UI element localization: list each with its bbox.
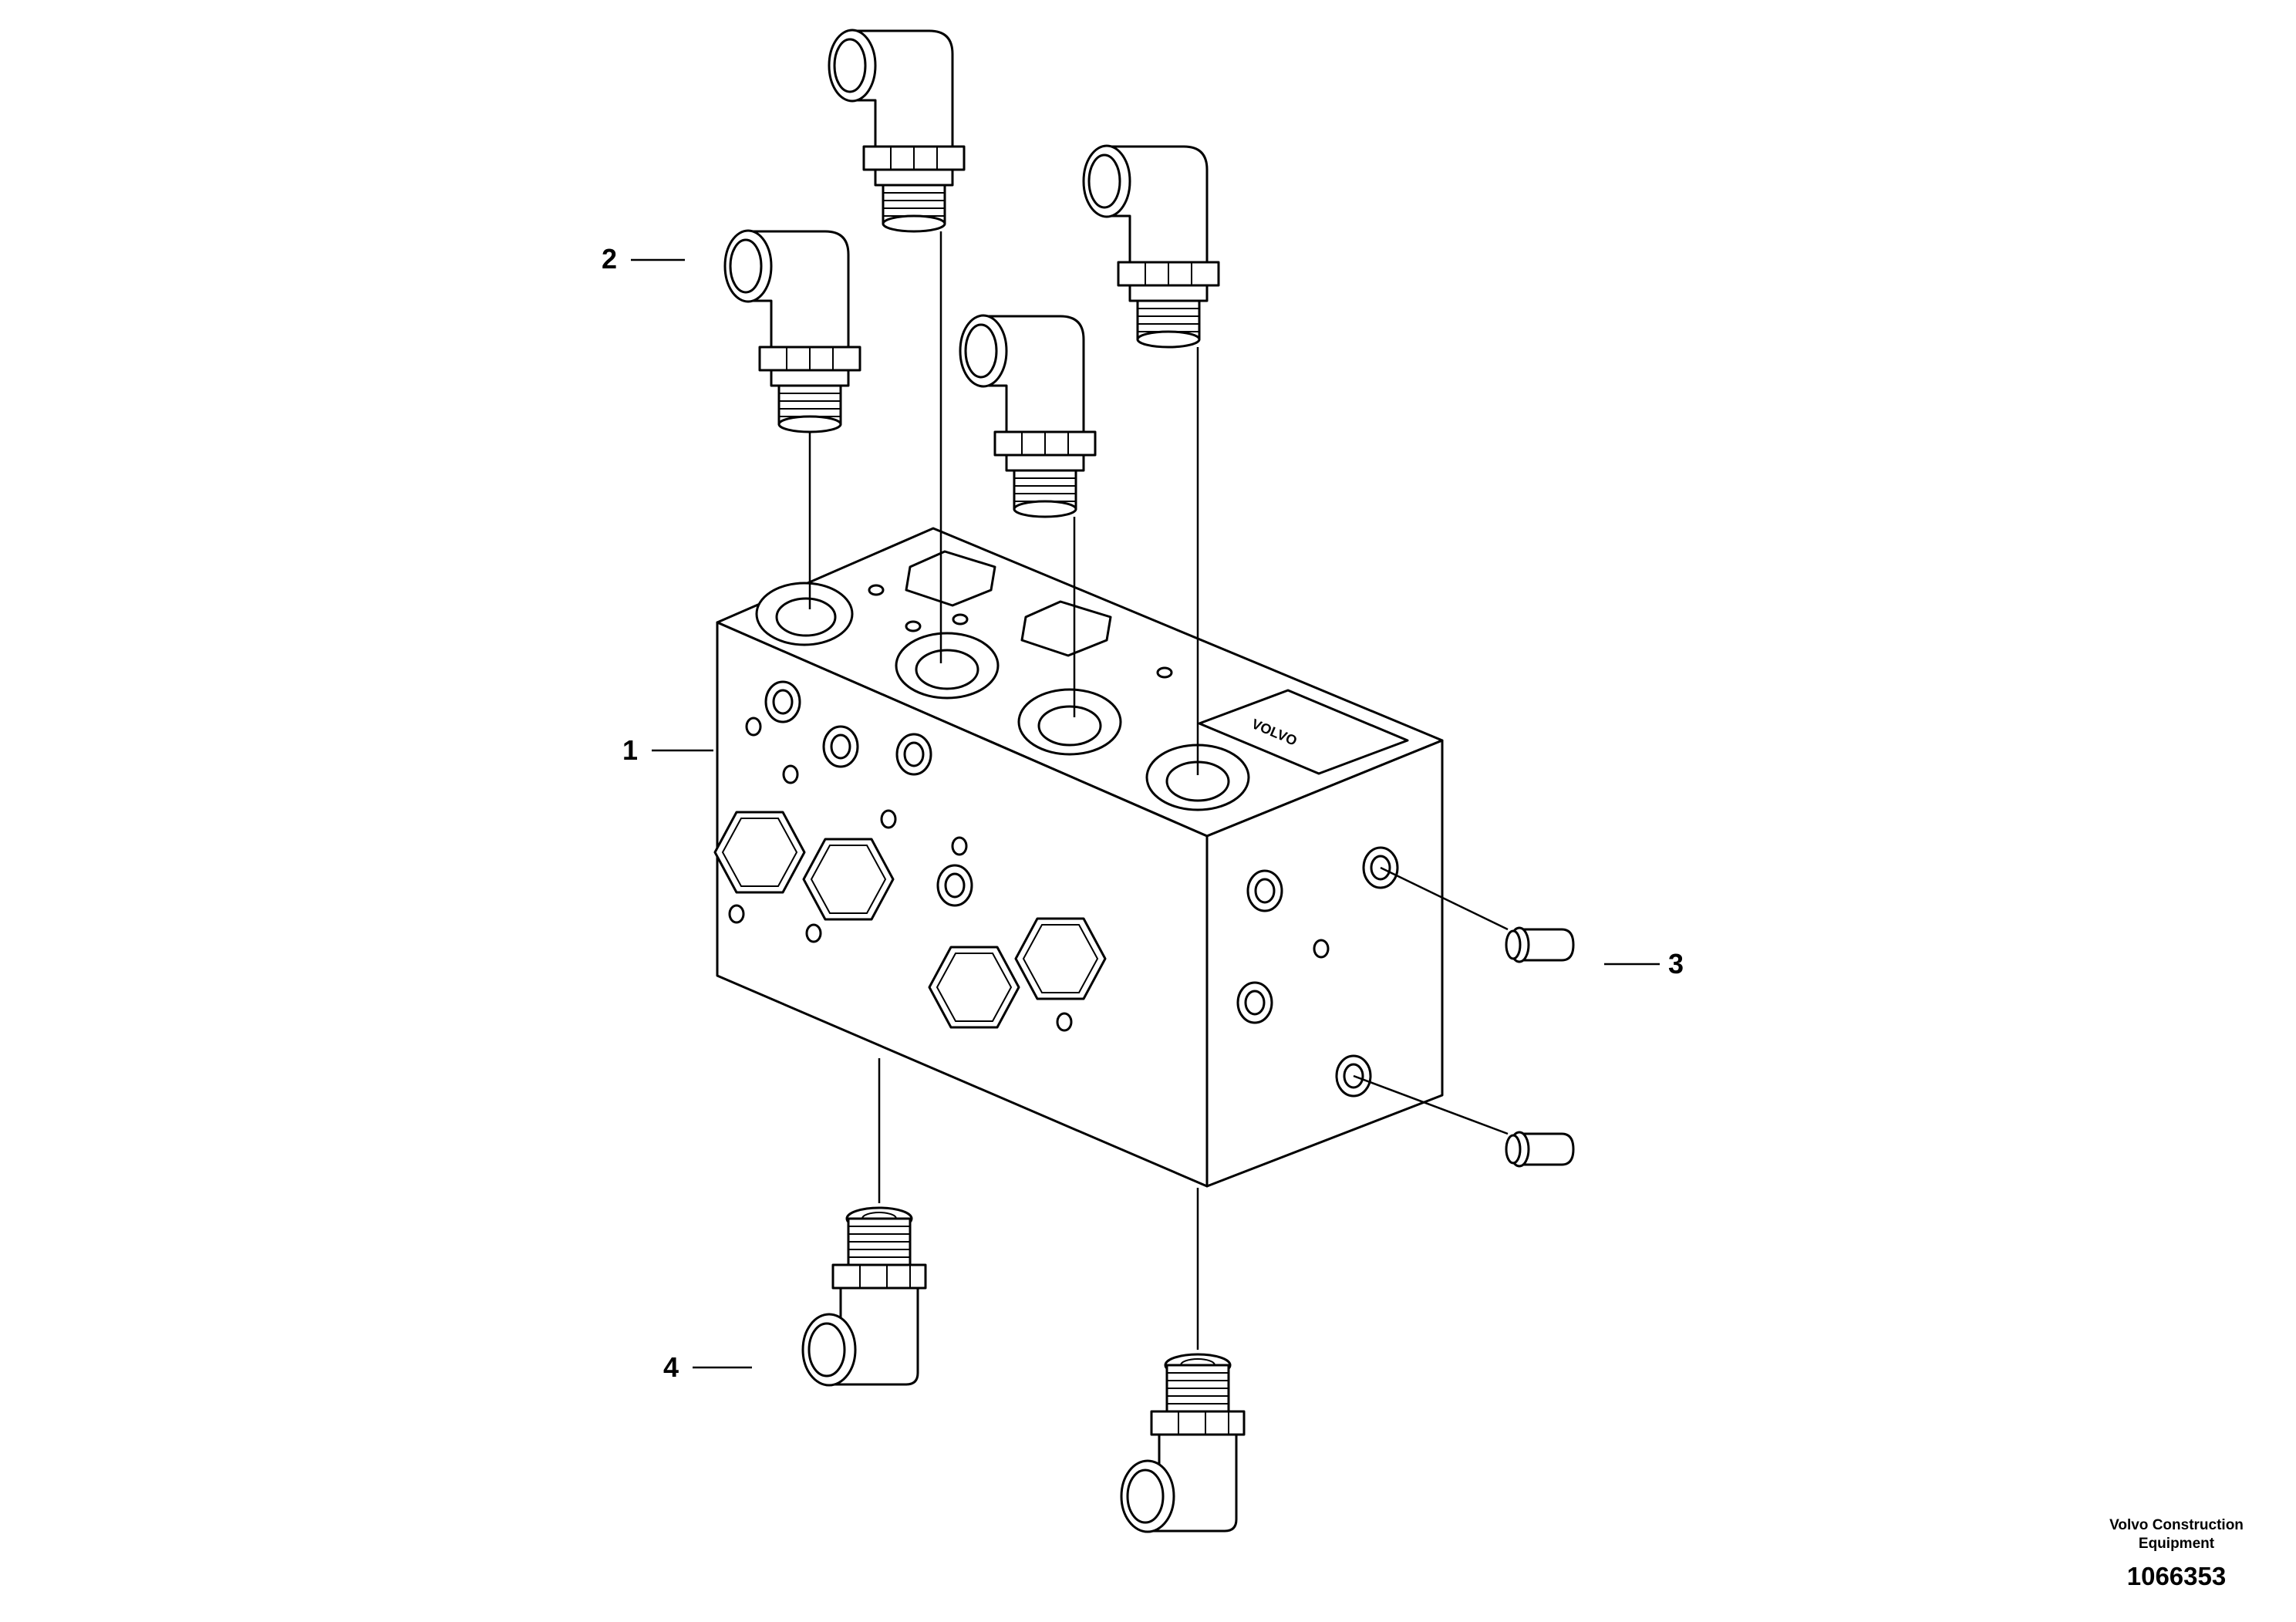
callout-1: 1 <box>622 734 713 766</box>
callout-2-label: 2 <box>602 243 617 275</box>
elbow-fitting-bottom-left <box>801 1058 927 1387</box>
elbow-fitting-top-right <box>1082 144 1220 775</box>
document-number: 1066353 <box>2127 1562 2226 1590</box>
callout-3: 3 <box>1604 948 1684 980</box>
callout-4-label: 4 <box>663 1351 679 1383</box>
publisher-credit: Volvo Construction Equipment 1066353 <box>2109 1517 2244 1590</box>
plug-fitting-lower <box>1353 1074 1575 1168</box>
credit-line-1: Volvo Construction <box>2109 1517 2244 1533</box>
elbow-fitting-top-middle <box>959 314 1097 717</box>
valve-manifold-block: VOLVO <box>713 527 1444 1188</box>
elbow-fitting-top-center <box>828 29 966 663</box>
plug-fitting-upper <box>1380 866 1575 963</box>
elbow-fitting-bottom-right <box>1120 1188 1246 1533</box>
credit-line-2: Equipment <box>2139 1536 2215 1552</box>
callout-2: 2 <box>602 243 685 275</box>
elbow-fitting-top-left <box>723 229 861 609</box>
callout-1-label: 1 <box>622 734 638 766</box>
callout-3-label: 3 <box>1668 948 1684 980</box>
callout-4: 4 <box>663 1351 752 1383</box>
